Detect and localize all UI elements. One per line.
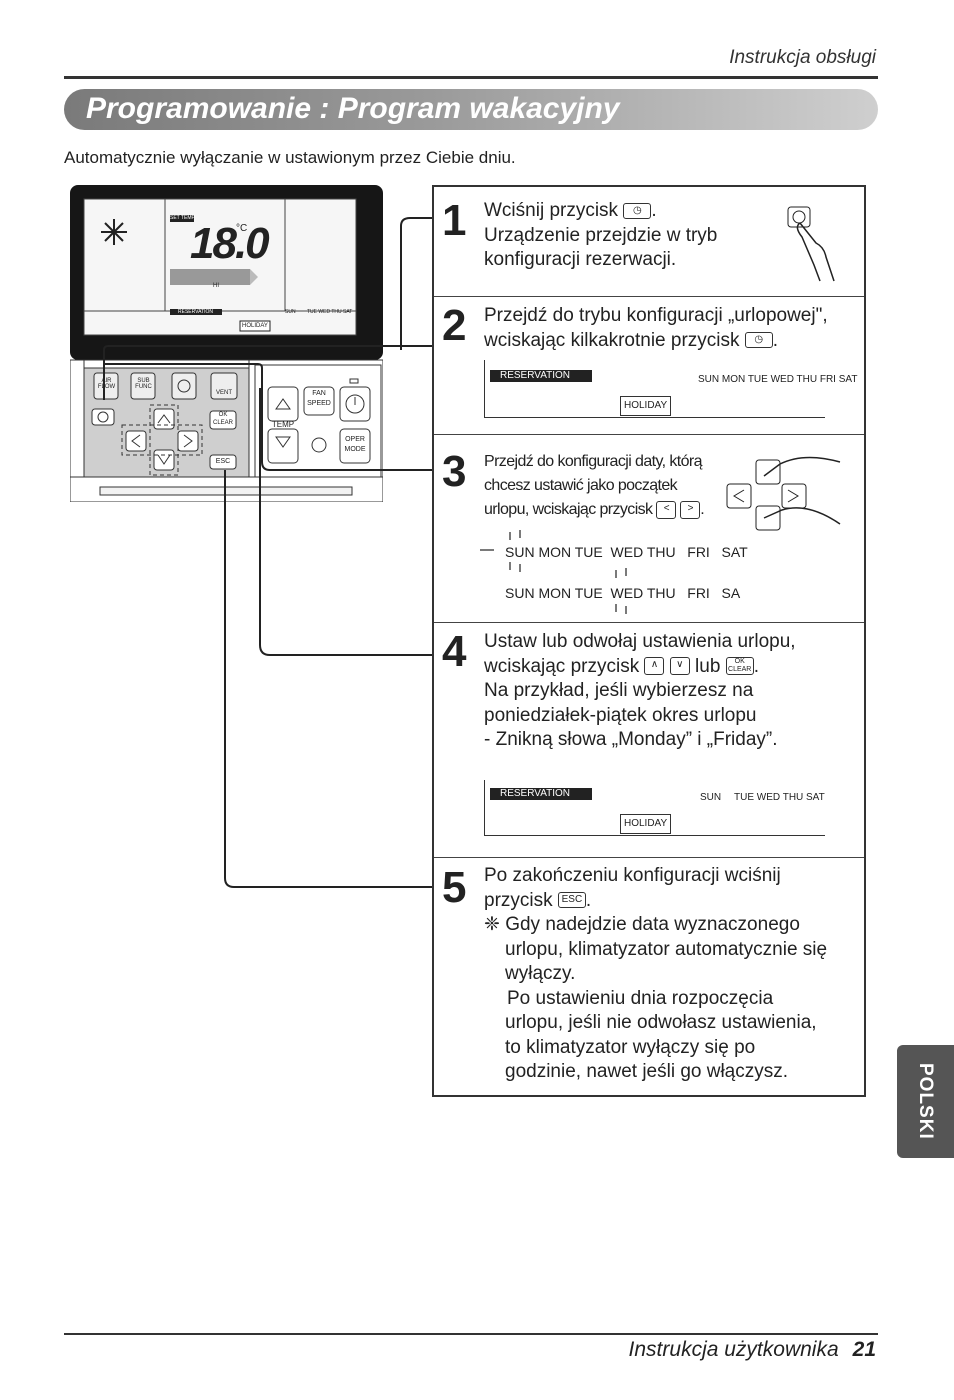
step-5-line: urlopu, klimatyzator automatycznie się xyxy=(505,938,828,960)
lcd-day-sun: SUN xyxy=(285,309,296,315)
lcd-unit: °C xyxy=(236,223,248,234)
step-1-line: konfiguracji rezerwacji. xyxy=(484,249,677,270)
ok-button[interactable]: OK xyxy=(218,412,228,418)
step-5-line: Po ustawieniu dnia rozpoczęcia xyxy=(507,987,774,1009)
right-arrow-button-icon: > xyxy=(680,500,701,519)
page-title: Programowanie : Program wakacyjny xyxy=(86,92,620,125)
step-5-line: wyłączy. xyxy=(505,963,576,984)
lcd-fan-level: HI xyxy=(213,283,219,289)
days-row-1: SUN MON TUE WED THU FRI SAT xyxy=(505,544,748,560)
lcd-holiday: HOLIDAY xyxy=(620,814,672,834)
step-2-line: wciskając kilkakrotnie przycisk xyxy=(484,329,740,351)
footer: Instrukcja użytkownika 21 xyxy=(0,1338,876,1362)
remote-controller-illustration: SET TEMP 18.0 °C HI RESERVATION HOLIDAY … xyxy=(69,185,384,503)
step-divider xyxy=(434,434,864,435)
air-flow-button[interactable]: AIR FLOW xyxy=(97,378,116,390)
step-number: 5 xyxy=(442,863,467,912)
lcd-holiday: HOLIDAY xyxy=(242,323,268,329)
step-2-text: Przejdź do trybu konfiguracji „urlopowej… xyxy=(484,304,856,353)
header-text: Instrukcja obsługi xyxy=(729,47,876,68)
reservation-button-icon: ◷ xyxy=(623,202,652,219)
step-2-line: Przejdź do trybu konfiguracji „urlopowej… xyxy=(484,305,828,326)
lcd-day-sat: SAT xyxy=(343,309,353,315)
language-tab-label: POLSKI xyxy=(915,1063,936,1140)
lcd-temp-value: 18.0 xyxy=(190,219,270,268)
intro-text: Automatycznie wyłączanie w ustawionym pr… xyxy=(64,148,516,167)
bottom-rule xyxy=(64,1333,878,1335)
step-3-line: urlopu, wciskając przycisk xyxy=(484,501,653,518)
reservation-button-icon: ◷ xyxy=(744,332,773,349)
hands-pressing-arrows-icon xyxy=(726,456,841,531)
steps-box xyxy=(432,185,866,1097)
lcd-set-temp: SET TEMP xyxy=(170,215,195,221)
step-number: 4 xyxy=(442,627,467,676)
top-rule xyxy=(64,76,878,79)
days-row-2: SUN MON TUE WED THU FRI SA xyxy=(505,585,741,601)
fan-speed-button-line1[interactable]: FAN xyxy=(312,390,326,397)
clear-button[interactable]: CLEAR xyxy=(212,420,233,426)
temp-label: TEMP xyxy=(271,420,295,429)
page-number: 21 xyxy=(852,1338,876,1361)
step-4-line: lub xyxy=(695,655,721,677)
oper-mode-button-line1[interactable]: OPER xyxy=(345,436,365,443)
step-5-line: urlopu, jeśli nie odwołasz ustawienia, xyxy=(505,1012,817,1033)
lcd-day-sat: SAT xyxy=(806,792,825,803)
step-3-line: Przejdź do konfiguracji daty, którą xyxy=(484,453,703,470)
fan-speed-button-line2[interactable]: SPEED xyxy=(307,400,331,407)
lcd-days: SUN MON TUE WED THU FRI SAT xyxy=(698,374,858,385)
title-bar xyxy=(64,89,878,130)
step-5-line: ❈ Gdy nadejdzie data wyznaczonego xyxy=(484,914,800,935)
lcd-reservation: RESERVATION xyxy=(490,788,592,800)
step-5-line: Po zakończeniu konfiguracji wciśnij xyxy=(484,865,781,886)
step-4-line: wciskając przycisk xyxy=(484,655,640,677)
lcd-holiday: HOLIDAY xyxy=(620,396,672,416)
step-5-line: godzinie, nawet jeśli go włączysz. xyxy=(505,1061,789,1082)
lcd-days-mid: TUE WED THU xyxy=(734,792,804,803)
step-4-line: - Znikną słowa „Monday” i „Friday”. xyxy=(484,729,778,750)
step-4-line: poniedziałek-piątek okres urlopu xyxy=(484,704,757,726)
sub-func-button[interactable]: SUB FUNC xyxy=(135,378,152,390)
esc-button-icon: ESC xyxy=(557,892,586,909)
step-number: 3 xyxy=(442,447,467,496)
lcd-reservation: RESERVATION xyxy=(490,370,592,382)
step-4-line: Ustaw lub odwołaj ustawienia urlopu, xyxy=(484,631,796,652)
step-4-line: Na przykład, jeśli wybierzesz na xyxy=(484,680,754,701)
oper-mode-button-line2[interactable]: MODE xyxy=(344,446,366,453)
down-arrow-button-icon: ∨ xyxy=(669,657,690,676)
language-tab xyxy=(897,1045,954,1158)
step-divider xyxy=(434,296,864,297)
step-divider xyxy=(434,622,864,623)
step-number: 2 xyxy=(442,301,467,350)
step-number: 1 xyxy=(442,196,467,245)
step-5-text: Po zakończeniu konfiguracji wciśnij przy… xyxy=(484,864,856,1085)
vent-button[interactable]: VENT xyxy=(215,390,232,396)
footer-title: Instrukcja użytkownika xyxy=(628,1338,839,1361)
step-1-line: Urządzenie przejdzie w tryb xyxy=(484,224,718,246)
esc-button[interactable]: ESC xyxy=(215,458,231,465)
step-5-line: przycisk xyxy=(484,889,553,911)
up-arrow-button-icon: ∧ xyxy=(644,657,665,676)
lcd-days-mid: TUE WED THU xyxy=(307,309,342,315)
step-4-text: Ustaw lub odwołaj ustawienia urlopu, wci… xyxy=(484,630,856,753)
step-5-line: to klimatyzator wyłączy się po xyxy=(505,1036,756,1058)
lcd-reservation: RESERVATION xyxy=(178,309,214,315)
step-divider xyxy=(434,857,864,858)
step-1-line: Wciśnij przycisk xyxy=(484,200,619,221)
blink-marks-icon xyxy=(480,530,627,614)
lcd-day-sun: SUN xyxy=(700,792,722,803)
hand-pressing-icon xyxy=(787,206,835,282)
step-1-text: Wciśnij przycisk ◷. Urządzenie przejdzie… xyxy=(484,199,784,273)
step-3-text: Przejdź do konfiguracji daty, którą chce… xyxy=(484,450,724,522)
step-3-line: chcesz ustawić jako początek xyxy=(484,477,678,494)
left-arrow-button-icon: < xyxy=(656,500,677,519)
